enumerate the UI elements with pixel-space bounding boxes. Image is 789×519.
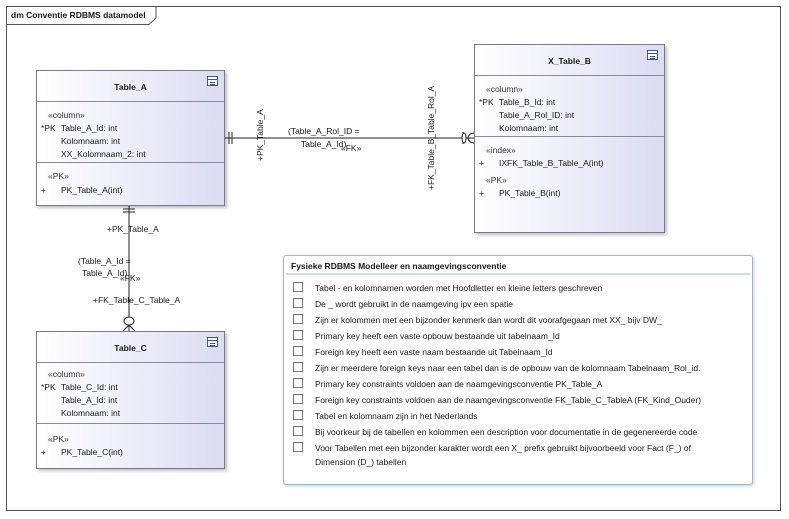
column-table-a-rol-id[interactable]: Table_A_Rol_ID: int <box>499 110 575 120</box>
pk-marker: *PK <box>41 382 56 392</box>
table-b[interactable]: X_Table_B «column» *PK Table_B_Id: int T… <box>474 44 665 233</box>
checkbox[interactable] <box>293 346 303 356</box>
assoc-ac-crow <box>122 324 136 332</box>
table-a-columns: «column» *PK Table_A_Id: int Kolomnaam: … <box>37 102 224 162</box>
assoc-ab-crow <box>467 132 475 144</box>
column-xx-kolomnaam-2[interactable]: XX_Kolomnaam_2: int <box>61 149 146 159</box>
table-a[interactable]: Table_A «column» *PK Table_A_Id: int Kol… <box>36 70 225 206</box>
column-stereotype: «column» <box>48 110 85 120</box>
table-a-title: Table_A <box>114 82 147 92</box>
column-table-a-id[interactable]: Table_A_Id: int <box>61 395 118 405</box>
note-item: Bij voorkeur bij de tabellen en kolommen… <box>315 427 698 437</box>
assoc-ab-zero-circle <box>461 132 467 144</box>
table-b-columns: «column» *PK Table_B_Id: int Table_A_Rol… <box>475 76 664 136</box>
operation-pk-table-b[interactable]: PK_Table_B(int) <box>499 188 561 198</box>
pk-marker: *PK <box>479 97 494 107</box>
assoc-ac-constraint-1: (Table_A_Id = <box>78 256 131 266</box>
note-item: Tabel en kolomnaam zijn in het Nederland… <box>315 411 478 421</box>
assoc-ab-target-role: +FK_Table_B_Table_Rol_A <box>426 85 436 190</box>
assoc-ab-constraint-1: (Table_A_Rol_ID = <box>288 126 360 136</box>
assoc-ab-stereotype: «FK» <box>341 143 362 153</box>
note-item: Foreign key heeft een vaste naam bestaan… <box>315 347 553 357</box>
table-c[interactable]: Table_C «column» *PK Table_C_Id: int Tab… <box>36 331 225 469</box>
table-c-operations: «PK» + PK_Table_C(int) <box>37 423 224 470</box>
column-stereotype: «column» <box>486 84 523 94</box>
operation-ixfk-table-b-table-a[interactable]: IXFK_Table_B_Table_A(int) <box>499 158 604 168</box>
column-kolomnaam[interactable]: Kolomnaam: int <box>61 136 121 146</box>
checkbox[interactable] <box>293 442 303 452</box>
column-table-a-id[interactable]: Table_A_Id: int <box>61 123 118 133</box>
assoc-ac-zero-circle <box>123 316 135 326</box>
column-stereotype: «column» <box>48 369 85 379</box>
checkbox[interactable] <box>293 282 303 292</box>
assoc-ac-stereotype: «FK» <box>120 273 141 283</box>
note-item: Voor Tabellen met een bijzonder karakter… <box>315 443 691 453</box>
checkbox[interactable] <box>293 330 303 340</box>
note-title: Fysieke RDBMS Modelleer en naamgevingsco… <box>291 261 507 271</box>
frame-tab <box>6 6 157 25</box>
checkbox[interactable] <box>293 394 303 404</box>
class-icon <box>647 50 658 60</box>
table-a-operations: «PK» + PK_Table_A(int) <box>37 162 224 207</box>
note-item: De _ wordt gebruikt in de naamgeving ipv… <box>315 299 513 309</box>
table-c-title: Table_C <box>114 343 147 353</box>
op-marker: + <box>41 447 46 457</box>
assoc-ac-constraint-2: Table_A_Id) <box>82 268 128 278</box>
diagram-frame <box>6 6 781 511</box>
class-icon <box>207 76 218 86</box>
operation-pk-table-a[interactable]: PK_Table_A(int) <box>61 185 123 195</box>
column-kolomnaam[interactable]: Kolomnaam: int <box>61 408 121 418</box>
op-stereotype: «PK» <box>48 171 69 181</box>
checkbox[interactable] <box>293 378 303 388</box>
note-item: Primary key heeft een vaste opbouw besta… <box>315 331 560 341</box>
table-b-header: X_Table_B <box>475 45 664 76</box>
index-stereotype: «index» <box>486 145 516 155</box>
note-item: Zijn er kolommen met een bijzonder kenme… <box>315 315 662 325</box>
table-a-header: Table_A <box>37 71 224 102</box>
checkbox[interactable] <box>293 410 303 420</box>
operation-pk-table-c[interactable]: PK_Table_C(int) <box>61 447 123 457</box>
table-c-header: Table_C <box>37 332 224 363</box>
note-item-continued: Dimension (D_) tabellen <box>315 457 407 467</box>
checkbox[interactable] <box>293 314 303 324</box>
column-table-b-id[interactable]: Table_B_Id: int <box>499 97 556 107</box>
conventions-note[interactable]: Fysieke RDBMS Modelleer en naamgevingsco… <box>283 255 753 485</box>
note-title-rule <box>286 273 750 275</box>
checkbox[interactable] <box>293 362 303 372</box>
frame-title: dm Conventie RDBMS datamodel <box>11 10 146 20</box>
table-b-title: X_Table_B <box>548 56 591 66</box>
assoc-ab-constraint-2: Table_A_Id) <box>301 139 347 149</box>
index-marker: + <box>479 158 484 168</box>
assoc-ab-source-role: +PK_Table_A <box>255 109 265 161</box>
op-stereotype: «PK» <box>48 434 69 444</box>
column-kolomnaam[interactable]: Kolomnaam: int <box>499 123 559 133</box>
note-item: Tabel - en kolomnamen worden met Hoofdle… <box>315 283 603 293</box>
note-item: Zijn er meerdere foreign keys naar een t… <box>315 363 701 373</box>
assoc-ac-source-role: +PK_Table_A <box>107 224 159 234</box>
pk-marker: *PK <box>41 123 56 133</box>
note-item: Primary key constraints voldoen aan de n… <box>315 379 603 389</box>
op-marker: + <box>479 188 484 198</box>
op-marker: + <box>41 185 46 195</box>
checkbox[interactable] <box>293 426 303 436</box>
table-c-columns: «column» *PK Table_C_Id: int Table_A_Id:… <box>37 363 224 423</box>
note-item: Foreign key constraints voldoen aan de n… <box>315 395 702 405</box>
checkbox[interactable] <box>293 298 303 308</box>
assoc-ac-target-role: +FK_Table_C_Table_A <box>93 295 181 305</box>
op-stereotype: «PK» <box>486 175 507 185</box>
class-icon <box>207 337 218 347</box>
column-table-c-id[interactable]: Table_C_Id: int <box>61 382 118 392</box>
table-b-operations: «index» + IXFK_Table_B_Table_A(int) «PK»… <box>475 136 664 234</box>
